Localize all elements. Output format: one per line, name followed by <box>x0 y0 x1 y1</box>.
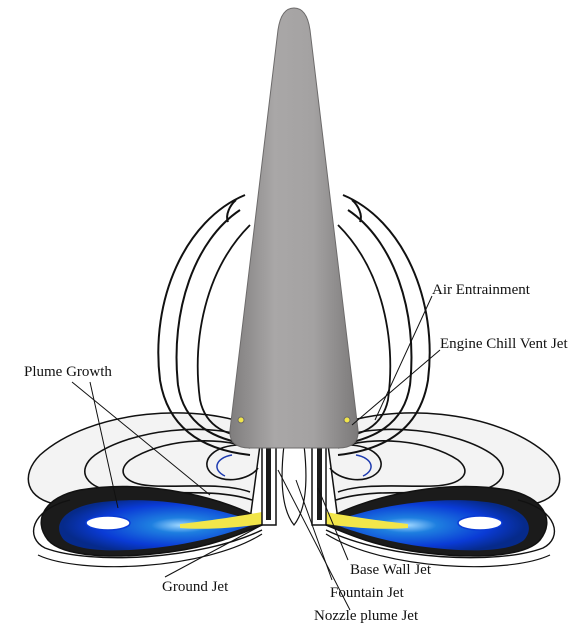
label-air-entrainment: Air Entrainment <box>432 282 531 298</box>
nozzle-region <box>262 440 326 525</box>
left-plume-region <box>28 195 262 567</box>
right-vent-port <box>344 417 350 423</box>
label-base-wall-jet: Base Wall Jet <box>350 562 432 578</box>
label-engine-chill-vent-jet: Engine Chill Vent Jet <box>440 336 568 352</box>
right-plume-region <box>326 195 560 567</box>
label-nozzle-plume-jet: Nozzle plume Jet <box>314 608 419 624</box>
label-ground-jet: Ground Jet <box>162 579 229 595</box>
label-fountain-jet: Fountain Jet <box>330 585 405 601</box>
left-vent-port <box>238 417 244 423</box>
label-plume-growth: Plume Growth <box>24 364 112 380</box>
launch-vehicle <box>230 8 358 448</box>
